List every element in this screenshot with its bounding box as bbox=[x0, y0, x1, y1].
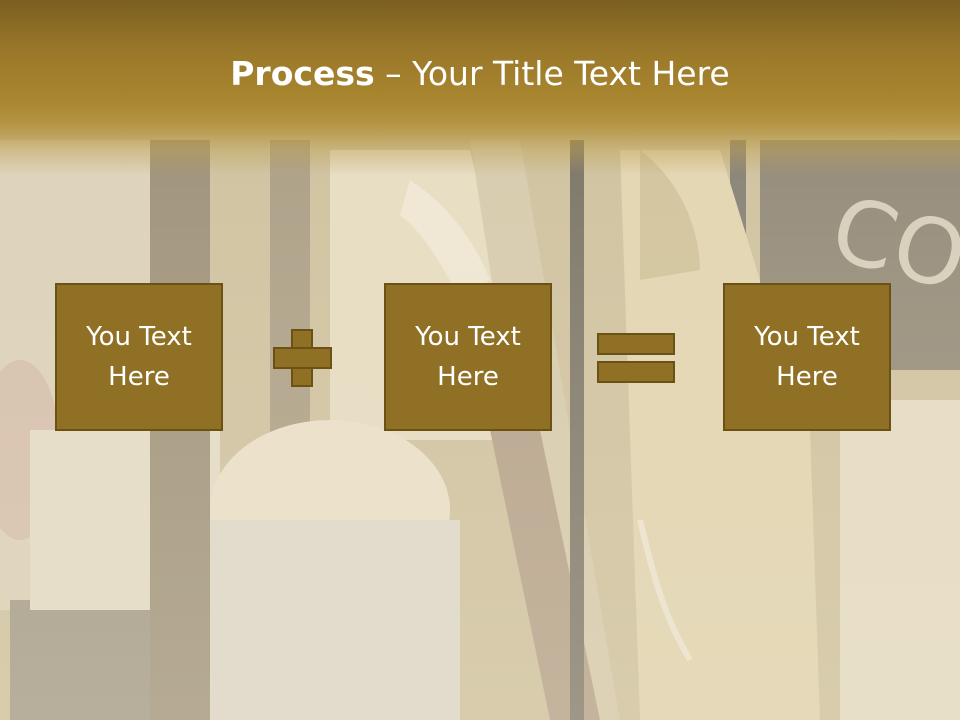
box-1-line-1: You Text bbox=[86, 322, 192, 352]
equals-icon-bottom-bar bbox=[597, 361, 675, 383]
box-1-line-2: Here bbox=[108, 362, 170, 392]
box-3-line-2: Here bbox=[776, 362, 838, 392]
plus-icon-center bbox=[293, 349, 311, 367]
box-2-line-2: Here bbox=[437, 362, 499, 392]
slide-title[interactable]: Process – Your Title Text Here bbox=[0, 52, 960, 96]
process-box-3[interactable]: You Text Here bbox=[723, 283, 891, 431]
title-band bbox=[0, 0, 960, 175]
equals-icon-top-bar bbox=[597, 333, 675, 355]
process-box-2[interactable]: You Text Here bbox=[384, 283, 552, 431]
box-3-line-1: You Text bbox=[754, 322, 860, 352]
title-bold: Process bbox=[230, 54, 375, 93]
box-2-line-1: You Text bbox=[415, 322, 521, 352]
process-box-1[interactable]: You Text Here bbox=[55, 283, 223, 431]
title-rest: – Your Title Text Here bbox=[374, 54, 730, 93]
